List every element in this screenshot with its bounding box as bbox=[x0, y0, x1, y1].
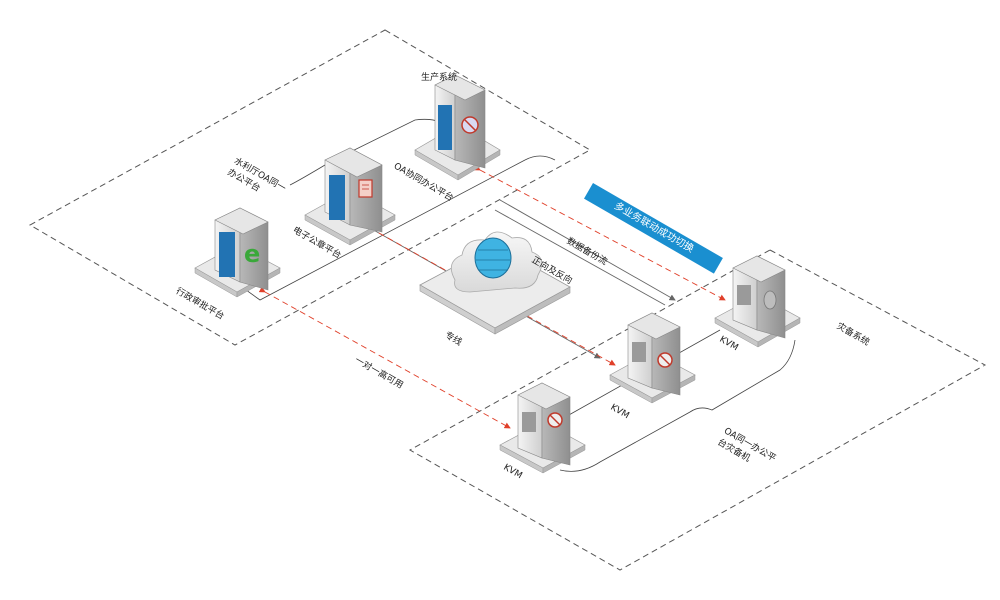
production-group-line bbox=[289, 118, 441, 186]
link-red-bottom bbox=[258, 286, 511, 429]
server-admin-approval: e bbox=[194, 207, 281, 298]
disk-icon bbox=[763, 290, 777, 310]
server-kvm-bottom bbox=[499, 382, 586, 474]
server-e-doc bbox=[304, 147, 396, 246]
disaster-zone-boundary bbox=[408, 249, 987, 571]
database-icon bbox=[474, 237, 512, 279]
server-kvm-middle bbox=[609, 312, 696, 404]
server-oa-platform bbox=[414, 74, 501, 181]
server-kvm-right bbox=[714, 255, 801, 348]
link-red-top bbox=[473, 164, 726, 301]
disaster-group-line bbox=[559, 339, 796, 472]
ie-icon: e bbox=[244, 240, 260, 268]
document-icon bbox=[358, 179, 373, 198]
dedicated-line-node bbox=[419, 231, 571, 335]
production-zone-label: 生产系统 bbox=[421, 73, 458, 83]
production-group-line-2 bbox=[224, 155, 556, 301]
production-zone-boundary bbox=[28, 29, 592, 346]
